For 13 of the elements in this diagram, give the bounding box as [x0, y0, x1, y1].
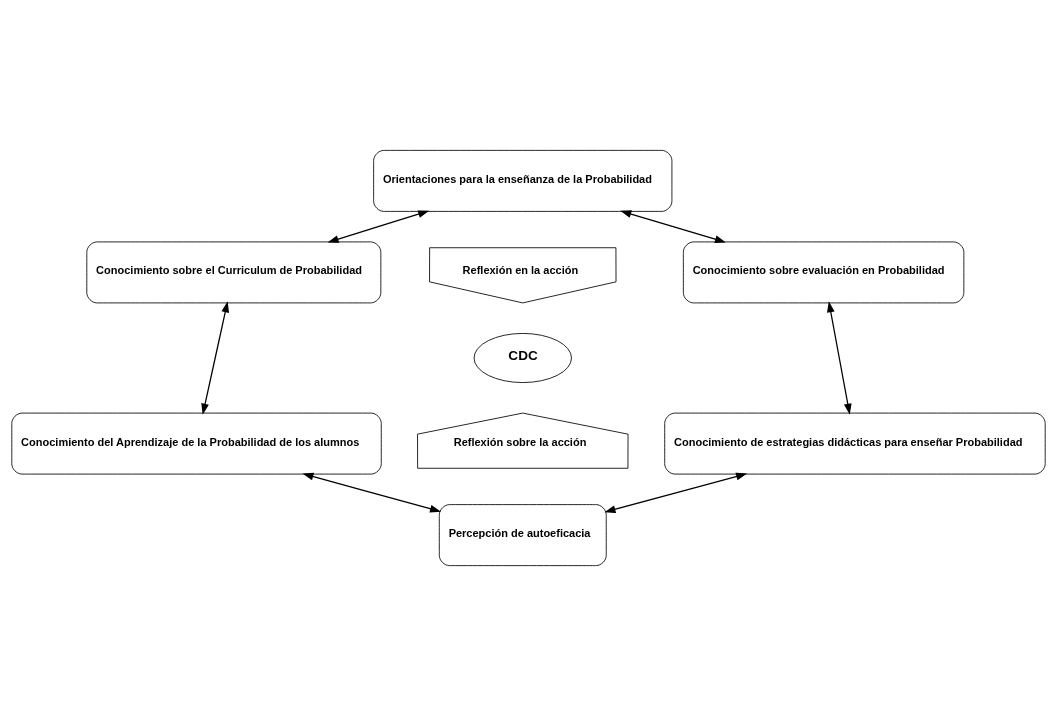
node-box: Percepción de autoeficacia: [438, 503, 607, 566]
arrow: [604, 472, 748, 513]
node-box: Orientaciones para la enseñanza de la Probabilidad: [373, 149, 673, 212]
node-box: Conocimiento del Aprendizaje de la Probabilidad de los alumnos: [11, 412, 382, 474]
node-box: Conocimiento sobre el Curriculum de Probabilidad: [86, 241, 382, 303]
arrow: [620, 209, 726, 243]
arrow: [302, 472, 442, 513]
arrow: [827, 300, 852, 415]
arrow: [327, 209, 430, 243]
node-box: Conocimiento sobre evaluación en Probabilidad: [682, 241, 965, 303]
node-ellipse: CDC: [473, 332, 572, 383]
node-box: Conocimiento de estrategias didácticas para enseñar Probabilidad: [664, 412, 1046, 474]
arrow: [201, 300, 230, 415]
